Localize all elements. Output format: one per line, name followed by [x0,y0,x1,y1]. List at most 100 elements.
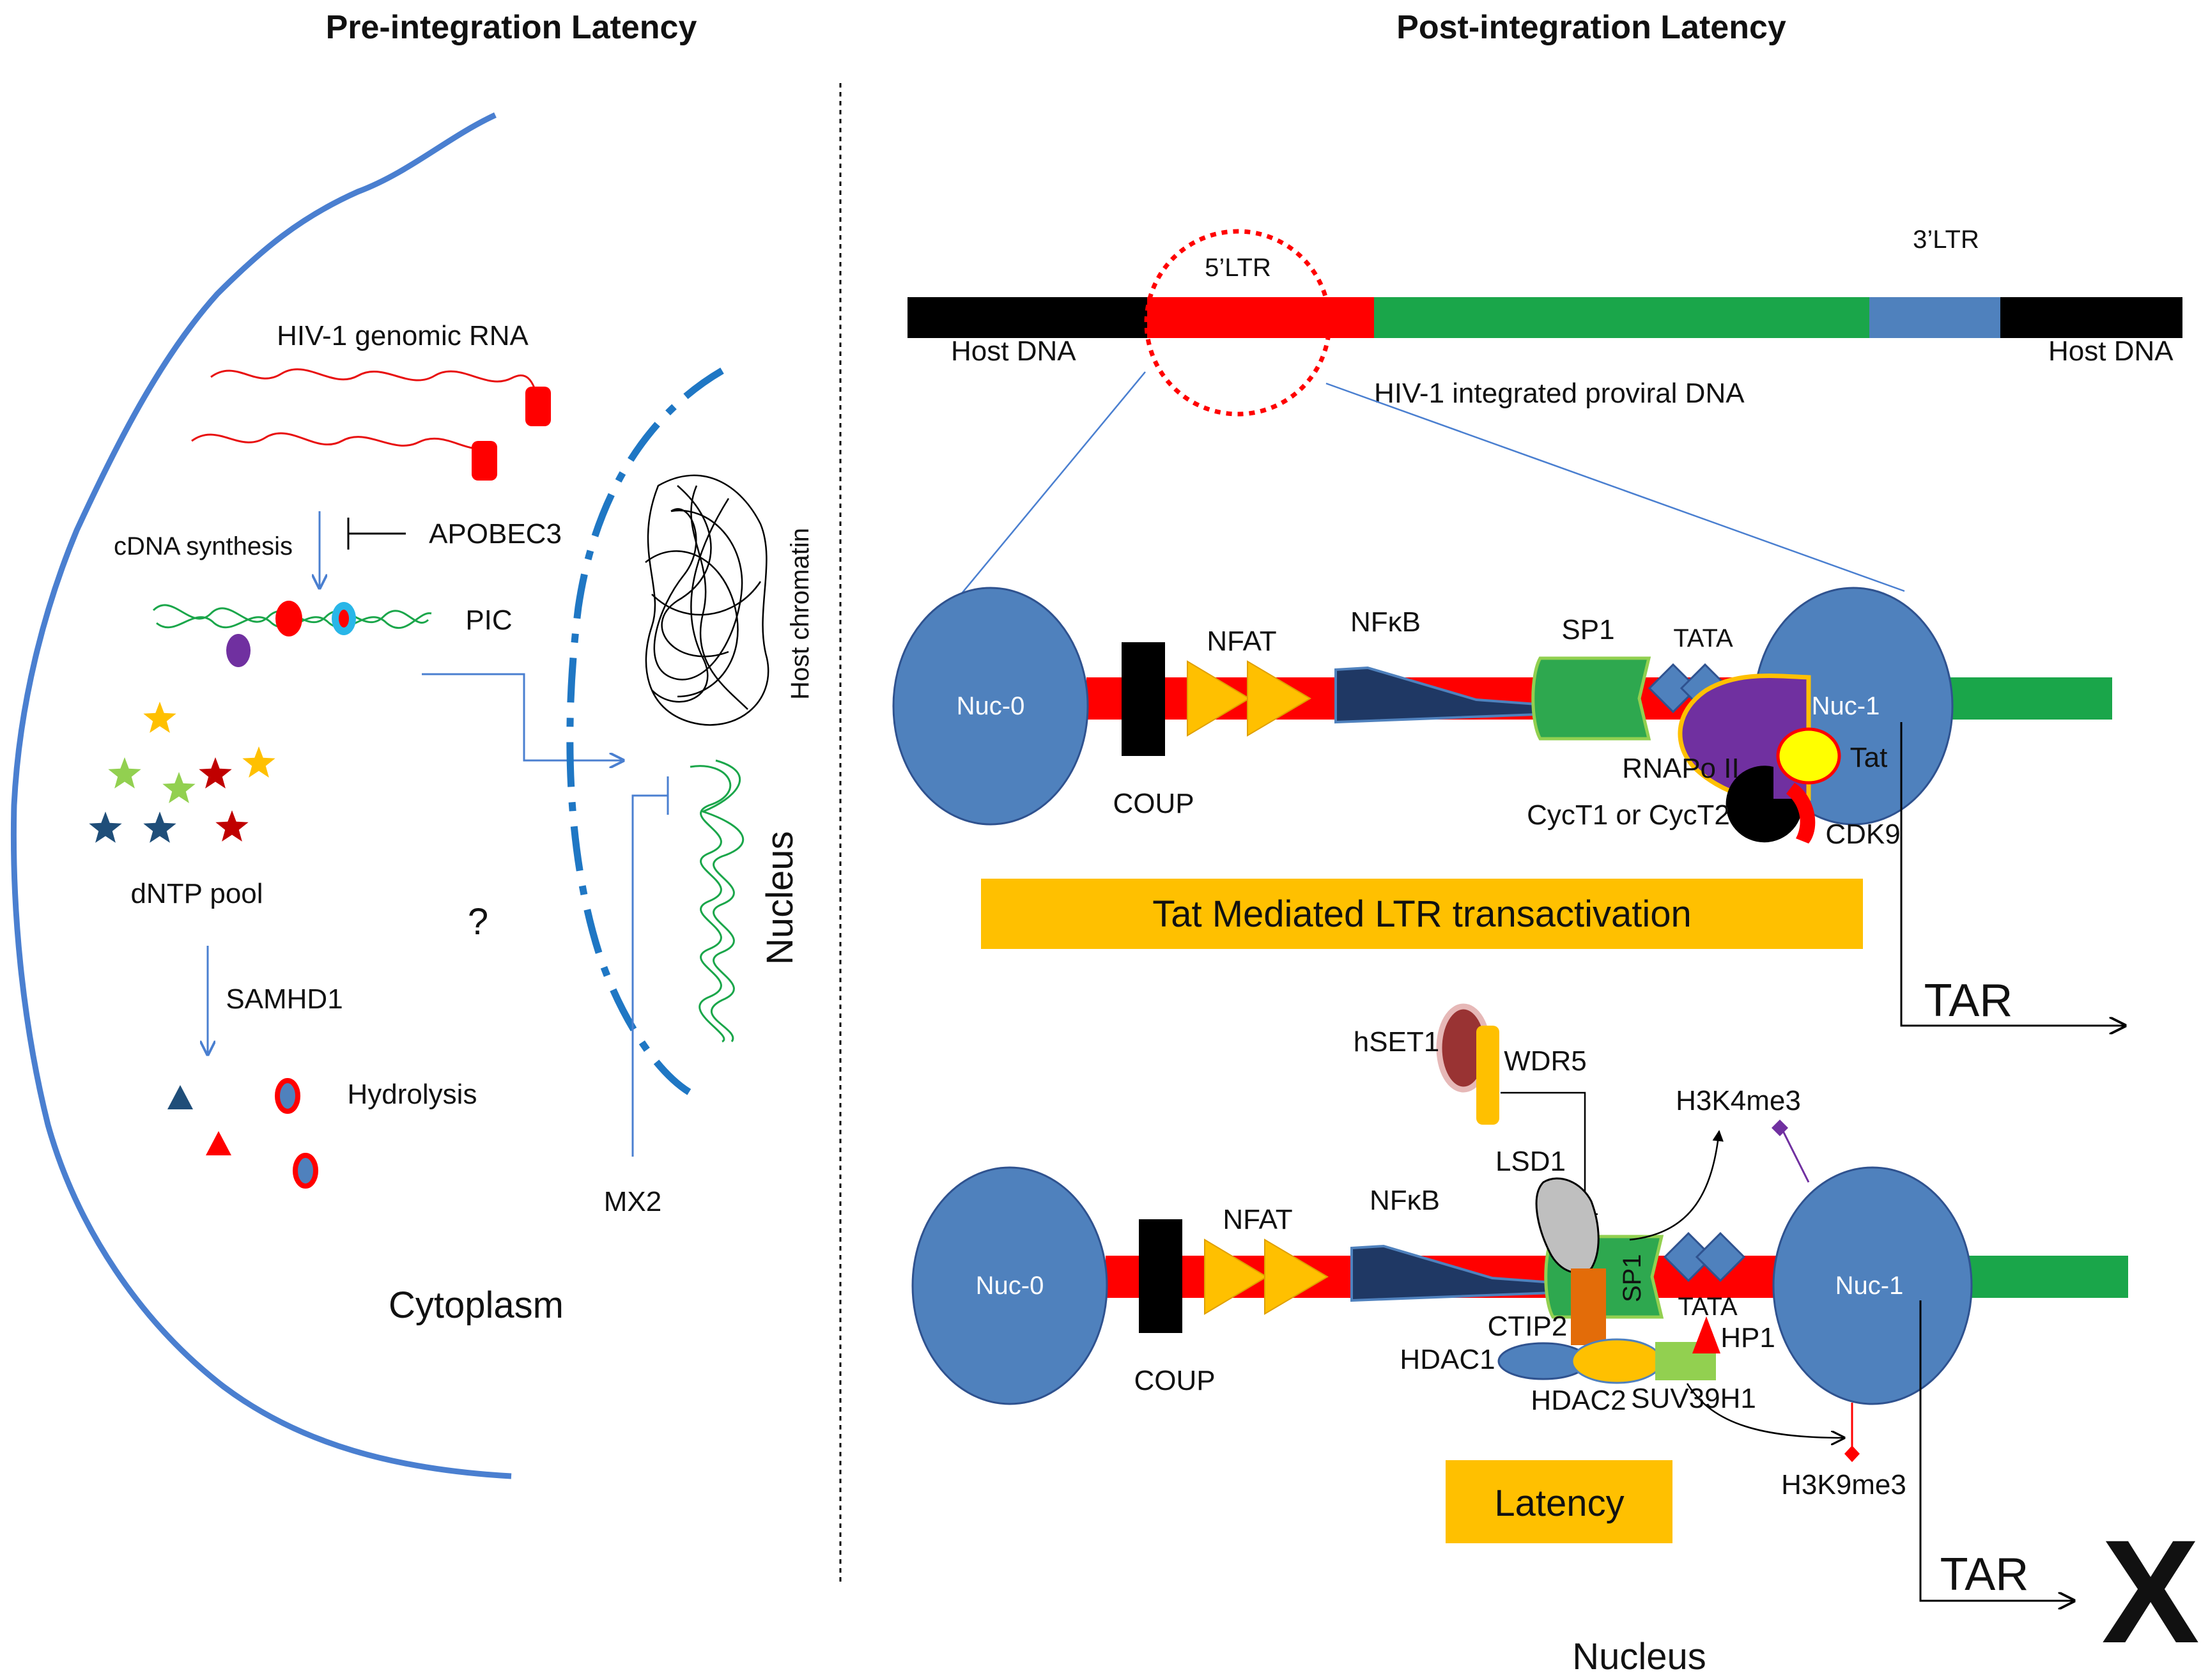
cell-membrane [10,112,512,1479]
hp1-protein [1692,1316,1720,1353]
ltr3-segment [1869,297,2004,338]
h3k4me3-mark-stem [1782,1130,1810,1183]
wdr5-protein [1476,1026,1499,1125]
ltr3-label: 3’LTR [1913,226,1979,254]
hdac2-label: HDAC2 [1531,1385,1626,1416]
ctip2-protein [1571,1268,1606,1345]
zoom-line-right [1325,382,1905,592]
ctip2-label: CTIP2 [1488,1311,1568,1342]
active-coup-block [1122,642,1165,756]
latent-nfat-triangle-2 [1264,1238,1329,1315]
active-nuc0-label: Nuc-0 [957,692,1025,720]
latent-coup-block [1139,1219,1182,1333]
pic-integrase-protein [226,634,251,667]
pic-capsid-core [339,610,349,628]
hset1-label: hSET1 [1354,1026,1440,1058]
star-icon [242,746,275,778]
active-cyct-label: CycT1 or CycT2 [1527,799,1730,831]
zoom-line-left [959,371,1146,596]
ltr5-zoom-circle [1144,229,1332,417]
question-mark: ? [468,901,488,943]
dntp-pool-label: dNTP pool [130,878,263,909]
host-chromatin-icon [645,474,769,726]
host-dna-right [2000,297,2182,338]
latent-tata-box-2 [1695,1231,1746,1283]
active-sp1-label: SP1 [1561,614,1614,645]
active-tat-protein [1776,727,1841,785]
star-icon [143,702,176,733]
provirus-body [1374,297,1873,338]
active-tata-label: TATA [1673,624,1733,652]
latency-banner-label: Latency [1494,1483,1624,1524]
genomic-rna-strand-2 [191,432,490,450]
pic-red-protein [275,601,302,636]
active-sp1-shape [1531,656,1651,741]
latent-tar-label: TAR [1940,1549,2029,1600]
genomic-rna-cap-1 [525,387,551,426]
active-ltr: Nuc-0 COUP NFAT NFκB SP1 TATA Nuc-1 RNAP… [892,587,2125,1026]
left-panel-title: Pre-integration Latency [326,9,697,46]
host-chromatin-label: Host chromatin [786,528,814,700]
h3k4me3-label: H3K4me3 [1676,1085,1801,1116]
left-panel: Pre-integration Latency HIV-1 genomic RN… [10,9,814,1479]
active-coup-label: COUP [1113,788,1194,819]
active-tar-label: TAR [1924,975,2013,1026]
star-icon [215,810,249,842]
nuclear-envelope [566,367,724,1096]
hydrolysis-product-oval-2 [293,1153,318,1189]
latent-nuc0 [911,1166,1108,1405]
active-cdk9-label: CDK9 [1825,819,1900,850]
nucleus-label-right: Nucleus [1572,1636,1706,1677]
host-dna-left [907,297,1150,338]
mx2-inhibition-line [631,776,669,1157]
hydrolysis-label: Hydrolysis [348,1079,477,1110]
latent-nuc1 [1772,1166,1973,1405]
star-icon [89,812,122,843]
h3k4me3-mark [1772,1120,1788,1136]
active-rnapol-label: RNAPo II [1622,753,1739,784]
active-nuc1-label: Nuc-1 [1812,692,1880,720]
wdr5-label: WDR5 [1504,1045,1587,1077]
apobec3-inhibitor [347,518,406,550]
latency-banner [1446,1460,1672,1543]
active-nfat-triangle-2 [1247,660,1311,737]
active-transcription-arrow [1900,722,2125,1026]
dntp-pool-icons [89,702,275,843]
pic-label: PIC [465,605,512,636]
latent-nfkb-label: NFκB [1370,1185,1440,1216]
latent-coup-label: COUP [1134,1365,1215,1396]
latent-ltr: Nuc-0 Nuc-1 COUP NFAT NFκB SP1 TATA hSET… [911,1003,2200,1677]
hydrolysis-product-oval-1 [275,1078,300,1114]
active-nuc0 [892,587,1089,826]
hdac2-protein [1571,1338,1663,1384]
pic-nuclear-import-arrow [422,673,623,760]
latent-nfat-label: NFAT [1223,1204,1292,1235]
star-icon [162,772,196,803]
right-panel-title: Post-integration Latency [1396,9,1786,46]
apobec3-label: APOBEC3 [429,518,562,550]
h3k9me3-mark [1844,1445,1860,1462]
active-nfat-label: NFAT [1207,626,1276,657]
latent-nuc0-label: Nuc-0 [976,1272,1044,1300]
star-icon [199,757,232,789]
transcription-block-x: X [2101,1509,2199,1674]
mx2-label: MX2 [604,1186,661,1217]
active-banner-label: Tat Mediated LTR transactivation [1152,893,1692,935]
ltr5-label: 5’LTR [1205,254,1271,282]
active-nfat-triangle-1 [1187,660,1251,737]
active-banner [981,879,1863,949]
cytoplasm-label: Cytoplasm [389,1284,564,1326]
hydrolysis-product-blue [167,1085,193,1109]
star-icon [143,812,176,843]
samhd1-label: SAMHD1 [226,983,343,1015]
hdac1-label: HDAC1 [1400,1344,1495,1375]
latent-tata-label: TATA [1678,1293,1738,1321]
active-nfkb-label: NFκB [1350,606,1421,638]
cdna-synthesis-label: cDNA synthesis [114,532,293,560]
genomic-rna-cap-2 [472,441,497,481]
latent-nfat-triangle-1 [1204,1238,1268,1315]
latent-sp1-label: SP1 [1618,1254,1646,1302]
provirus-label: HIV-1 integrated proviral DNA [1374,378,1745,409]
genomic-rna-strand-1 [210,368,541,410]
